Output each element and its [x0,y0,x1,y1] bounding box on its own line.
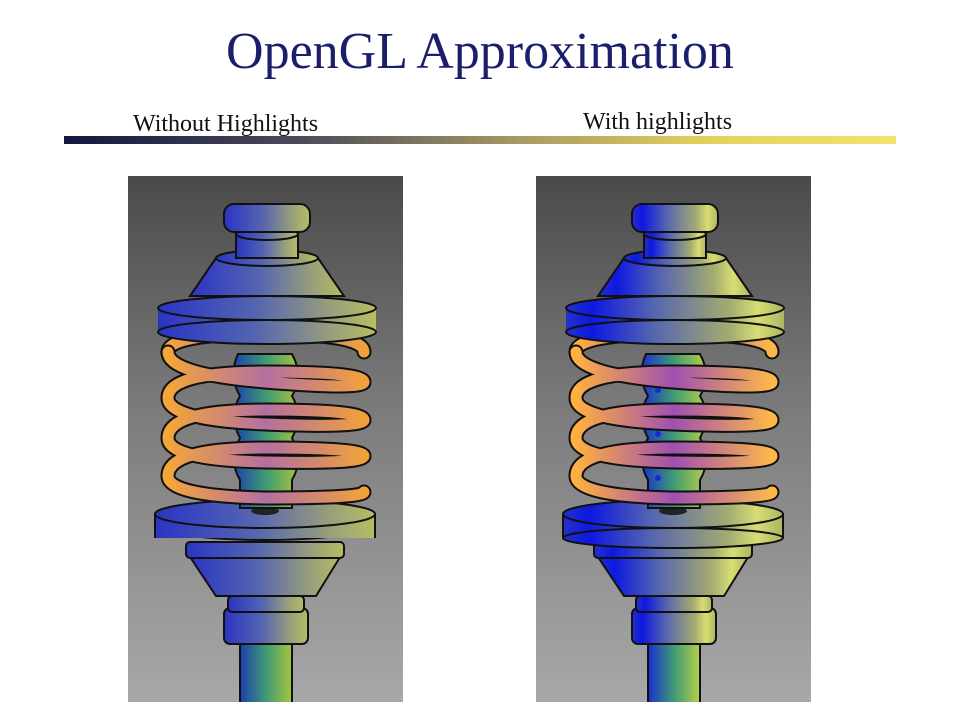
lower-mount [223,607,309,645]
title-divider [64,136,896,144]
lower-cone [186,553,344,597]
shock-absorber-render [154,203,377,702]
caption-with-highlights: With highlights [583,109,733,135]
shock-absorber-render-highlighted [562,203,785,702]
top-cap [223,203,311,233]
upper-spring-plate [157,295,377,321]
slide-title: OpenGL Approximation [226,23,734,80]
render-panel-with-highlights [536,176,811,702]
caption-without-highlights: Without Highlights [133,111,319,137]
render-panel-without-highlights [128,176,403,702]
